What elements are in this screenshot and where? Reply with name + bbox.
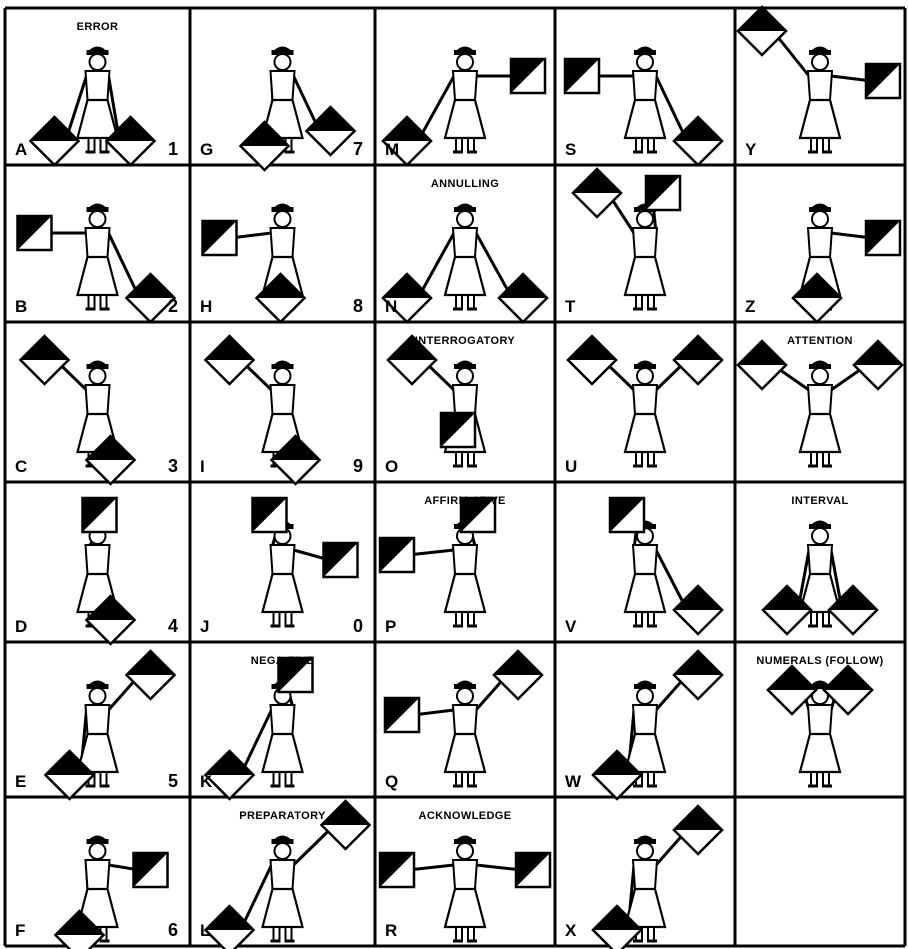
flag-icon <box>866 64 900 98</box>
flag-icon <box>253 498 287 532</box>
numeral-label: 4 <box>168 616 178 636</box>
letter-label: N <box>385 297 397 316</box>
signal-meaning-label: INTERROGATORY <box>415 335 516 347</box>
numeral-label: 1 <box>168 139 178 159</box>
signal-meaning-label: ATTENTION <box>787 335 853 347</box>
flag-icon <box>380 853 414 887</box>
numeral-label: 8 <box>353 296 363 316</box>
letter-label: L <box>200 921 210 940</box>
letter-label: S <box>565 140 576 159</box>
signal-meaning-label: AFFIRM-ATIVE <box>424 495 506 507</box>
letter-label: R <box>385 921 397 940</box>
signal-meaning-label: ACKNOWLEDGE <box>418 810 511 822</box>
flag-icon <box>866 221 900 255</box>
signal-meaning-label: ANNULLING <box>431 178 499 190</box>
letter-label: Z <box>745 297 755 316</box>
flag-icon <box>516 853 550 887</box>
flag-icon <box>134 853 168 887</box>
flag-icon <box>324 543 358 577</box>
letter-label: T <box>565 297 576 316</box>
numeral-label: 7 <box>353 139 363 159</box>
flag-icon <box>385 698 419 732</box>
letter-label: O <box>385 457 398 476</box>
signal-meaning-label: ERROR <box>77 21 119 33</box>
flag-icon <box>610 498 644 532</box>
letter-label: W <box>565 772 582 791</box>
numeral-label: 3 <box>168 456 178 476</box>
flag-icon <box>646 176 680 210</box>
flag-icon <box>18 216 52 250</box>
numeral-label: 6 <box>168 920 178 940</box>
flag-icon <box>441 413 475 447</box>
letter-label: I <box>200 457 205 476</box>
letter-label: U <box>565 457 577 476</box>
letter-label: Q <box>385 772 398 791</box>
letter-label: A <box>15 140 27 159</box>
letter-label: K <box>200 772 213 791</box>
letter-label: E <box>15 772 26 791</box>
numeral-label: 0 <box>353 616 363 636</box>
flag-icon <box>565 59 599 93</box>
signal-meaning-label: INTERVAL <box>791 495 848 507</box>
letter-label: G <box>200 140 213 159</box>
letter-label: H <box>200 297 212 316</box>
letter-label: M <box>385 140 399 159</box>
flag-icon <box>83 498 117 532</box>
numeral-label: 9 <box>353 456 363 476</box>
signal-meaning-label: PREPARATORY <box>239 810 326 822</box>
flag-icon <box>511 59 545 93</box>
letter-label: P <box>385 617 396 636</box>
letter-label: X <box>565 921 577 940</box>
letter-label: C <box>15 457 27 476</box>
signal-meaning-label: NUMERALS (FOLLOW) <box>756 655 883 667</box>
letter-label: J <box>200 617 209 636</box>
flag-icon <box>203 221 237 255</box>
letter-label: Y <box>745 140 757 159</box>
letter-label: B <box>15 297 27 316</box>
letter-label: F <box>15 921 25 940</box>
numeral-label: 5 <box>168 771 178 791</box>
letter-label: V <box>565 617 577 636</box>
letter-label: D <box>15 617 27 636</box>
signal-meaning-label: NEGA-TIVE <box>251 655 315 667</box>
numeral-label: 2 <box>168 296 178 316</box>
flag-icon <box>380 538 414 572</box>
